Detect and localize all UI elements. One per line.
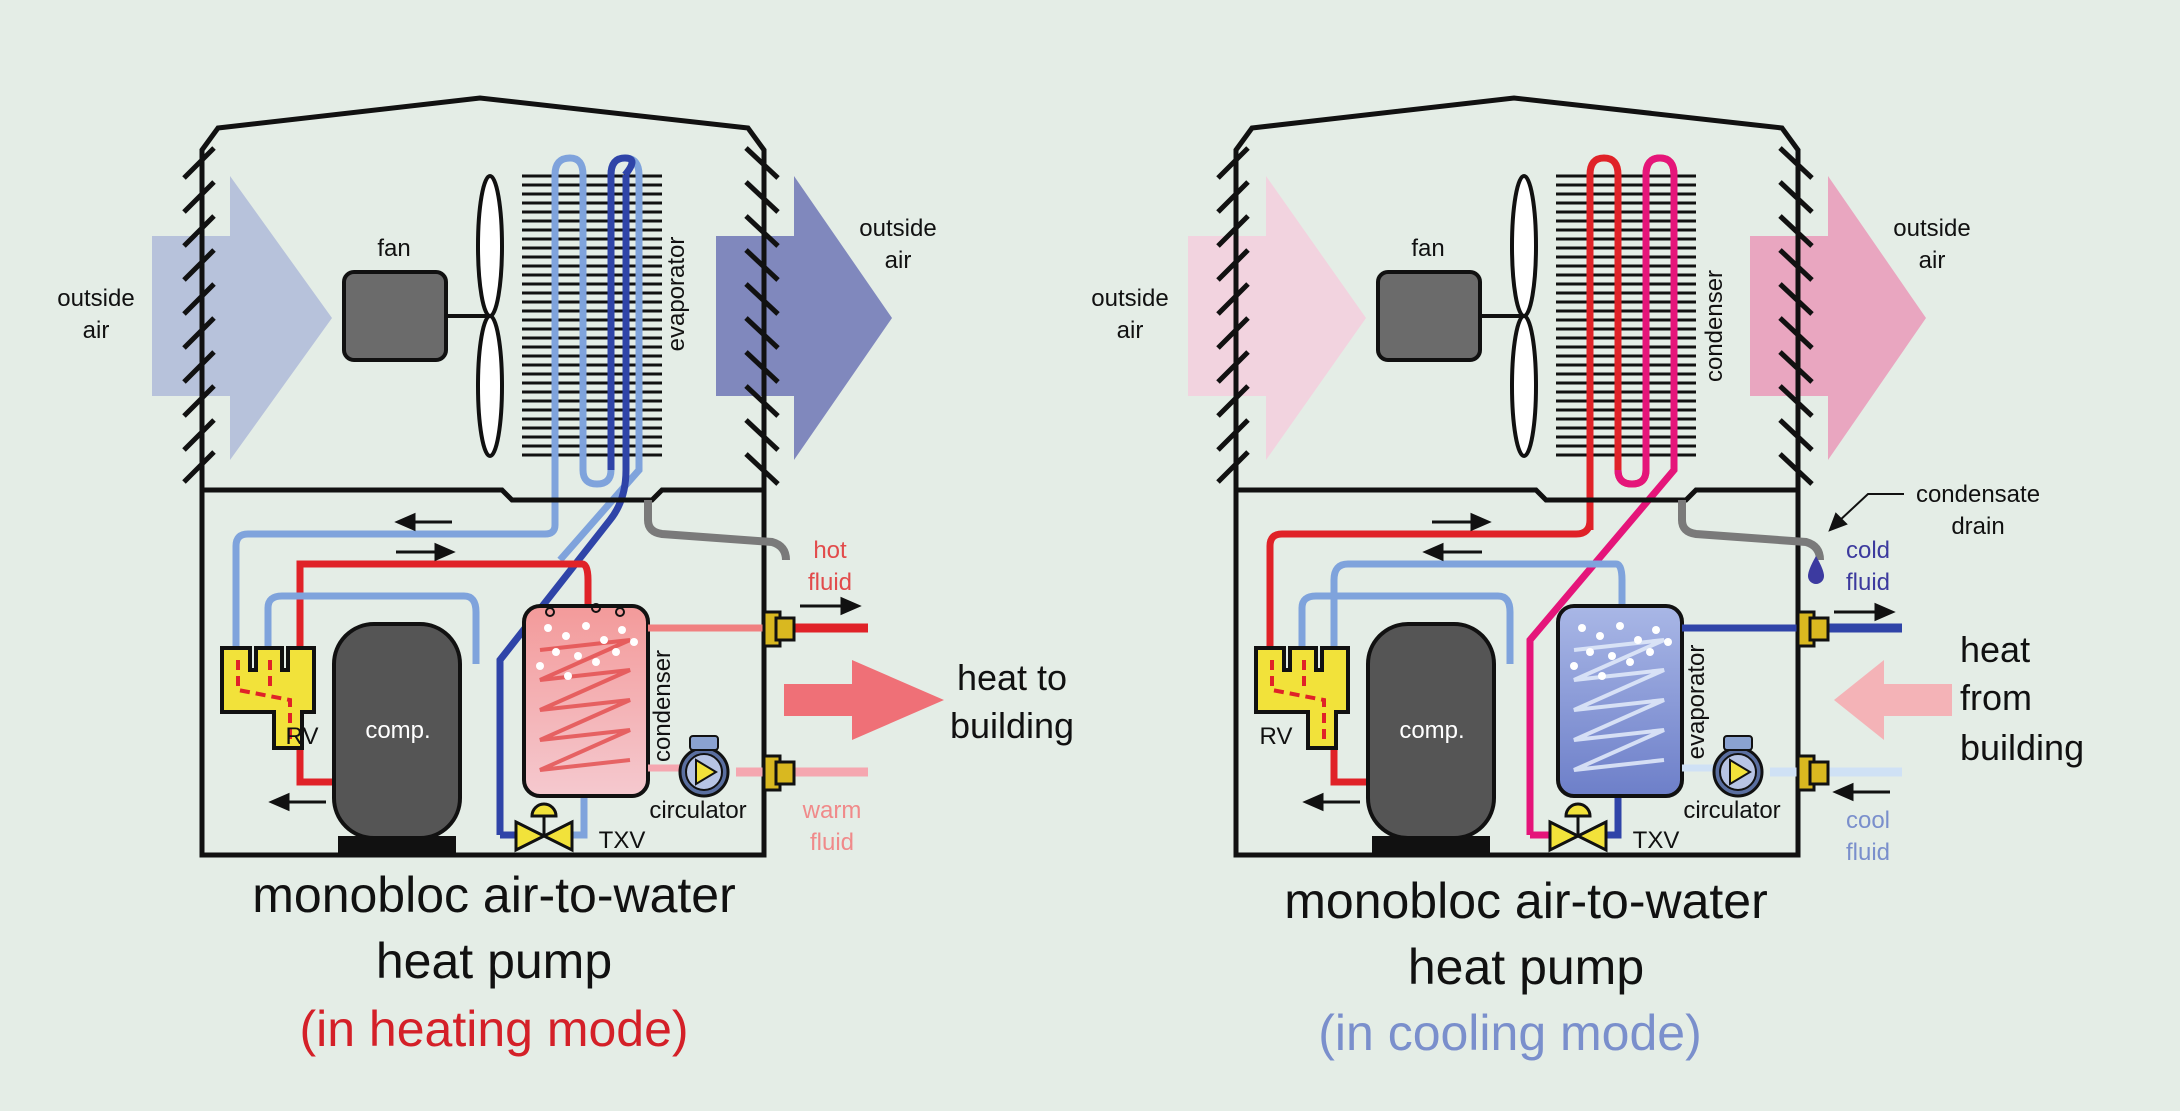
- heat-to-building-line2: building: [950, 705, 1074, 746]
- heat-from-building-line1: heat: [1960, 629, 2030, 670]
- lower-housing: [1233, 487, 1801, 858]
- reversing-valve-icon: [220, 646, 316, 750]
- rv-label: RV: [286, 723, 319, 750]
- evaporator-label: evaporator: [1683, 645, 1710, 760]
- cool-fluid-line2: fluid: [1846, 839, 1890, 866]
- outside-air-in-line1: outside: [1091, 285, 1168, 312]
- exhaust-louvers: [744, 146, 780, 486]
- hot-gas-line: [1266, 519, 1594, 648]
- cooling-title-line1: monobloc air-to-water: [1284, 873, 1768, 929]
- outside-air-out-arrow: [1750, 176, 1926, 460]
- drain-tube: [1678, 500, 1824, 561]
- condensate-line1: condensate: [1916, 481, 2040, 508]
- heat-to-building-arrow: [784, 660, 944, 740]
- cooling-title-line2: heat pump: [1408, 939, 1644, 995]
- heating-title-line2: heat pump: [376, 933, 612, 989]
- flow-arrows: [1302, 512, 1896, 812]
- suction-light-line: [1298, 592, 1514, 664]
- outside-air-in-line2: air: [83, 317, 110, 344]
- condensate-drop-icon: [1808, 556, 1824, 584]
- txv-outlet: [1606, 790, 1622, 839]
- heating-title-line1: monobloc air-to-water: [252, 867, 736, 923]
- circulator-label: circulator: [649, 797, 746, 824]
- outside-air-in-line2: air: [1117, 317, 1144, 344]
- cold-fluid-line1: cold: [1846, 537, 1890, 564]
- suction-light-line: [264, 592, 480, 664]
- outside-air-in-arrow: [1188, 176, 1366, 460]
- lower-housing: [199, 487, 767, 858]
- fan-icon: [342, 174, 504, 458]
- outside-air-in-line1: outside: [57, 285, 134, 312]
- evaporator-tank-icon: [1556, 604, 1684, 798]
- heat-to-building-line1: heat to: [957, 657, 1067, 698]
- circulator-pump-icon: [678, 735, 730, 798]
- condenser-tube-pink: [1526, 154, 1678, 835]
- rv-label: RV: [1260, 723, 1293, 750]
- liquid-red-line: [296, 750, 340, 786]
- flow-arrows: [268, 512, 862, 812]
- expansion-valve-icon: [514, 802, 574, 853]
- cooling-mode-label: (in cooling mode): [1318, 1005, 1702, 1061]
- cool-fluid-line1: cool: [1846, 807, 1890, 834]
- outside-air-out-line2: air: [1919, 247, 1946, 274]
- txv-outlet: [572, 790, 588, 839]
- heating-mode-diagram: outside air outside air fan evaporator R…: [57, 95, 1074, 1057]
- reversing-valve-icon: [1254, 646, 1350, 750]
- compressor-icon: [332, 622, 462, 854]
- discharge-red-line: [1330, 750, 1374, 786]
- cooling-mode-diagram: outside air outside air fan condenser RV…: [1091, 95, 2084, 1061]
- txv-label: TXV: [1633, 827, 1680, 854]
- outside-air-out-line1: outside: [859, 215, 936, 242]
- warm-fluid-line2: fluid: [810, 829, 854, 856]
- fan-label: fan: [1411, 235, 1444, 262]
- vapor-line-light: [232, 505, 559, 648]
- compressor-label: comp.: [365, 717, 430, 744]
- outside-air-out-line1: outside: [1893, 215, 1970, 242]
- outside-air-out-line2: air: [885, 247, 912, 274]
- evaporator-label: evaporator: [663, 237, 690, 352]
- condensate-leader: [1828, 493, 1904, 532]
- condenser-label: condenser: [1701, 270, 1728, 382]
- fan-label: fan: [377, 235, 410, 262]
- hot-fluid-line2: fluid: [808, 569, 852, 596]
- outside-air-in-arrow: [152, 176, 332, 460]
- condensate-line2: drain: [1951, 513, 2004, 540]
- circulator-label: circulator: [1683, 797, 1780, 824]
- warm-fluid-line1: warm: [802, 797, 862, 824]
- hot-gas-line: [296, 560, 592, 648]
- upper-housing: [1233, 95, 1801, 490]
- heat-from-building-line2: from: [1960, 677, 2032, 718]
- fan-icon: [1376, 174, 1538, 458]
- compressor-icon: [1366, 622, 1496, 854]
- circulator-pump-icon: [1712, 735, 1764, 798]
- heat-from-building-arrow: [1834, 660, 1952, 740]
- upper-housing: [199, 95, 767, 490]
- compressor-label: comp.: [1399, 717, 1464, 744]
- fittings: [762, 610, 796, 792]
- intake-louvers: [182, 146, 216, 484]
- condenser-label: condenser: [649, 650, 676, 762]
- expansion-valve-icon: [1548, 802, 1608, 853]
- txv-label: TXV: [599, 827, 646, 854]
- intake-louvers: [1216, 146, 1250, 484]
- heating-mode-label: (in heating mode): [299, 1001, 688, 1057]
- exhaust-louvers: [1778, 146, 1814, 486]
- cold-fluid-line2: fluid: [1846, 569, 1890, 596]
- heat-from-building-line3: building: [1960, 727, 2084, 768]
- outside-air-out-arrow: [716, 176, 892, 460]
- fittings: [1796, 610, 1830, 792]
- evaporator-tube-dark: [607, 154, 636, 470]
- drain-tube: [644, 500, 790, 561]
- hot-fluid-line1: hot: [813, 537, 847, 564]
- condenser-tank-icon: [522, 603, 650, 798]
- suction-line-light: [1330, 560, 1626, 648]
